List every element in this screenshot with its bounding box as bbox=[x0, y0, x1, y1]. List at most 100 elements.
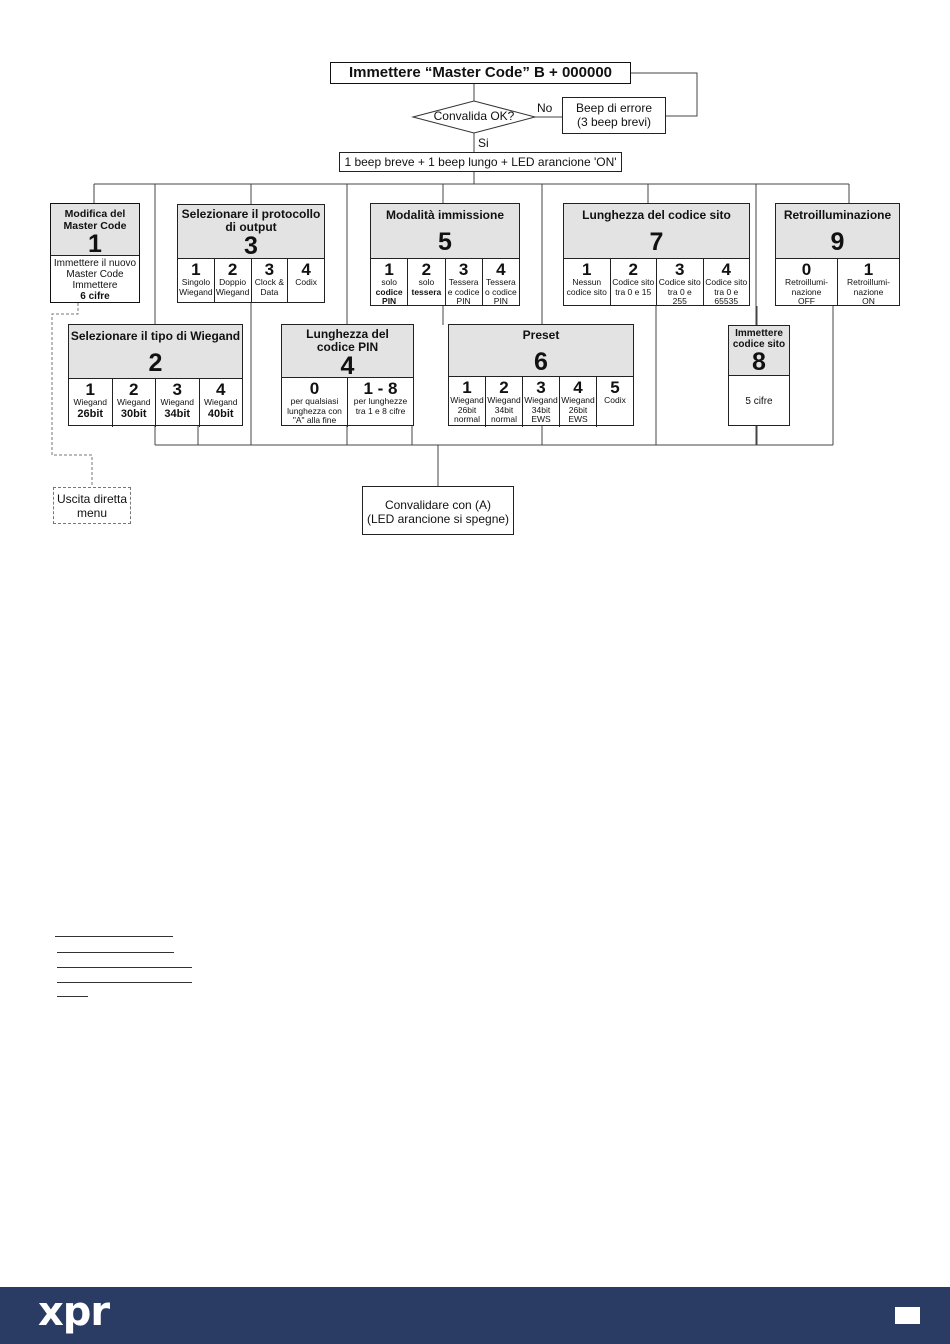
menu-2-number: 2 bbox=[148, 349, 163, 377]
menu-1-body-l2: Master Code bbox=[66, 269, 124, 280]
option-label: solo bbox=[418, 277, 435, 287]
menu-4-title-l2: codice PIN bbox=[316, 340, 379, 354]
option-label: per qualsiasi bbox=[290, 396, 339, 406]
option-number: 2 bbox=[129, 380, 139, 399]
option-number: 4 bbox=[301, 260, 311, 279]
option-label: Nessun bbox=[572, 277, 602, 287]
option-label: Wiegand bbox=[487, 395, 521, 405]
option-label: Tessera bbox=[485, 277, 516, 287]
option-label: Wiegand bbox=[116, 397, 151, 407]
menu-9-header: Retroilluminazione 9 bbox=[776, 204, 899, 258]
error-box: Beep di errore (3 beep brevi) bbox=[562, 97, 666, 134]
menu-2-title: Selezionare il tipo di Wiegand bbox=[70, 329, 241, 343]
menu-9-title: Retroilluminazione bbox=[783, 208, 892, 222]
exit-box: Uscita diretta menu bbox=[53, 487, 131, 524]
confirm-line2: (LED arancione si spegne) bbox=[366, 512, 510, 526]
option-label: Clock & bbox=[254, 277, 285, 287]
option-number: 4 bbox=[216, 380, 226, 399]
option-number: 3 bbox=[172, 380, 182, 399]
option-label: EWS bbox=[531, 414, 551, 424]
menu-4-title-l1: Lunghezza del bbox=[306, 327, 389, 341]
blank-line bbox=[57, 996, 88, 997]
option-label: ON bbox=[862, 296, 875, 306]
option-label: Retroillumi- bbox=[847, 277, 890, 287]
blank-line bbox=[57, 967, 192, 968]
option-label: PIN bbox=[382, 296, 397, 306]
decision-label: Convalida OK? bbox=[433, 109, 515, 123]
option-number: 1 bbox=[582, 260, 592, 279]
option-label: lunghezza con bbox=[287, 405, 342, 416]
option-label: tra 1 e 8 cifre bbox=[355, 405, 406, 416]
menu-3-number: 3 bbox=[244, 232, 258, 260]
menu-1-number: 1 bbox=[88, 230, 102, 258]
option-label: Wiegand bbox=[215, 286, 250, 297]
option-label: 30bit bbox=[120, 407, 147, 420]
option-label: Singolo bbox=[181, 277, 211, 287]
menu-5-header: Modalità immissione 5 bbox=[371, 204, 519, 258]
option-number: 3 bbox=[458, 260, 469, 279]
option-label: nazione bbox=[791, 286, 822, 297]
option-number: 5 bbox=[610, 378, 620, 397]
menu-4-number: 4 bbox=[340, 352, 355, 380]
xpr-logo: xpr bbox=[38, 1289, 110, 1335]
menu-1-title-l2: Master Code bbox=[63, 220, 127, 232]
beep-text: 1 beep breve + 1 beep lungo + LED aranci… bbox=[344, 155, 617, 169]
option-label: Wiegand bbox=[73, 397, 108, 407]
option-number: 1 bbox=[85, 380, 95, 399]
menu-1-body-l3: Immettere bbox=[72, 280, 118, 291]
option-label: Codix bbox=[604, 395, 626, 405]
option-label: tessera bbox=[411, 286, 442, 297]
blank-line bbox=[55, 936, 173, 937]
start-box: Immettere “Master Code” B + 000000 bbox=[330, 62, 631, 84]
option-number: 1 bbox=[384, 260, 394, 279]
option-number: 2 bbox=[227, 260, 238, 279]
option-number: 1 - 8 bbox=[363, 379, 398, 398]
option-number: 4 bbox=[496, 260, 506, 279]
option-number: 1 bbox=[863, 260, 874, 279]
option-label: "A" alla fine bbox=[292, 415, 337, 425]
exit-line2: menu bbox=[76, 506, 108, 520]
option-label: Wiegand bbox=[160, 397, 195, 407]
option-label: Tessera bbox=[448, 277, 479, 287]
menu-1-body: Immettere il nuovo Master Code Immettere… bbox=[51, 256, 139, 302]
option-label: Wiegand bbox=[179, 286, 213, 297]
menu-9-number: 9 bbox=[830, 228, 845, 256]
option-label: nazione bbox=[853, 286, 884, 297]
menu-3-header: Selezionare il protocollo di output 3 bbox=[178, 205, 324, 260]
menu-5-number: 5 bbox=[438, 228, 452, 256]
menu-2-header: Selezionare il tipo di Wiegand 2 bbox=[69, 325, 242, 378]
option-label: 34bit bbox=[531, 404, 551, 415]
menu-6-number: 6 bbox=[534, 348, 548, 376]
menu-1-box: Modifica del Master Code 1 Immettere il … bbox=[50, 203, 140, 303]
option-number: 2 bbox=[421, 260, 432, 279]
option-label: Wiegand bbox=[524, 395, 558, 405]
menu-8-box: Immettere codice sito 8 5 cifre bbox=[728, 325, 790, 426]
option-label: Wiegand bbox=[561, 395, 595, 405]
menu-3-title-l1: Selezionare il protocollo bbox=[181, 207, 321, 221]
